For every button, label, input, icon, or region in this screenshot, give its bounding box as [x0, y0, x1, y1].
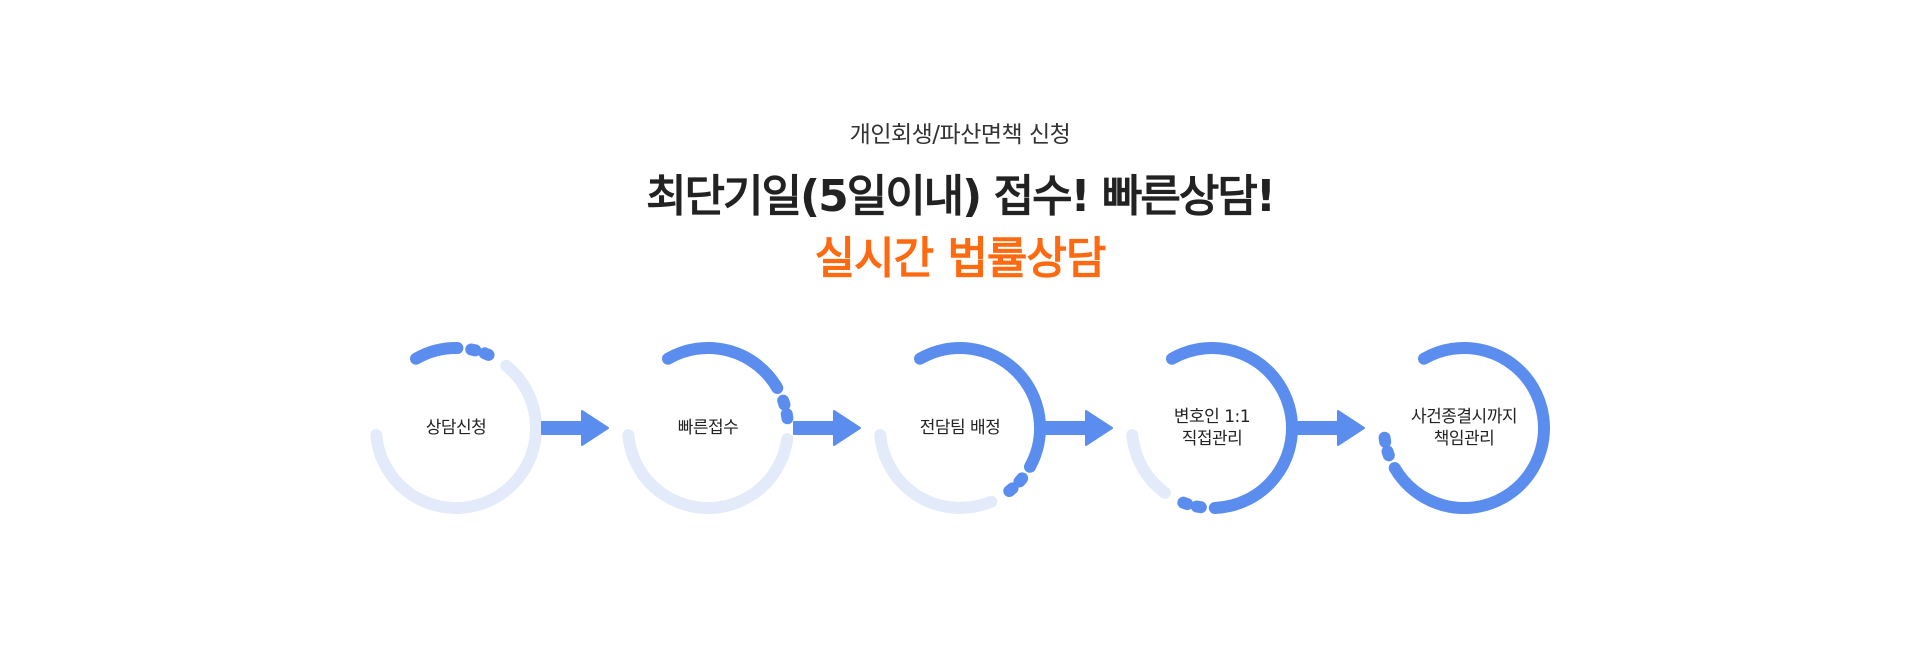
- step-label: 상담신청: [381, 417, 531, 439]
- step-label: 전담팀 배정: [885, 417, 1035, 439]
- progress-arc: [1166, 342, 1298, 514]
- progress-dot: [1013, 472, 1029, 488]
- step-label-line1: 사건종결시까지: [1411, 407, 1517, 427]
- arrow-right-icon: [793, 410, 861, 446]
- subtitle: 개인회생/파산면책 신청: [849, 122, 1071, 148]
- step-label-line1: 빠른접수: [677, 418, 739, 438]
- arrow-right-icon: [1045, 410, 1113, 446]
- progress-dot: [478, 347, 495, 361]
- arrow-right-icon: [1297, 410, 1365, 446]
- step-label-line1: 상담신청: [425, 418, 487, 438]
- step-circle: [1138, 354, 1286, 502]
- step-label: 빠른접수: [633, 417, 783, 439]
- progress-dot: [1177, 496, 1194, 511]
- progress-dot: [777, 394, 791, 411]
- arrow-right-icon: [541, 410, 609, 446]
- progress-track-arc: [622, 428, 794, 514]
- progress-track-arc: [1126, 428, 1171, 499]
- progress-dot: [1003, 482, 1019, 498]
- progress-dot: [1381, 445, 1395, 462]
- progress-arc: [410, 342, 464, 365]
- progress-dot: [1190, 500, 1207, 514]
- progress-arc: [1388, 342, 1550, 514]
- step-circle: [1390, 354, 1538, 502]
- step-circle: [382, 354, 530, 502]
- progress-dot: [780, 408, 794, 425]
- step-label-line2: 책임관리: [1433, 429, 1495, 449]
- progress-track-arc: [874, 428, 998, 514]
- step-label-line1: 전담팀 배정: [919, 418, 1001, 438]
- progress-track-arc: [370, 359, 542, 514]
- progress-arc: [914, 342, 1046, 473]
- step-label-line1: 변호인 1:1: [1173, 407, 1251, 427]
- step-circle: [886, 354, 1034, 502]
- step-label-line2: 직접관리: [1181, 429, 1243, 449]
- step-circle: [634, 354, 782, 502]
- progress-dot: [465, 343, 482, 357]
- headline: 최단기일(5일이내) 접수! 빠른상담!: [646, 171, 1276, 222]
- accent-headline: 실시간 법률상담: [814, 233, 1107, 284]
- progress-arc: [662, 342, 784, 394]
- progress-dot: [1378, 431, 1392, 448]
